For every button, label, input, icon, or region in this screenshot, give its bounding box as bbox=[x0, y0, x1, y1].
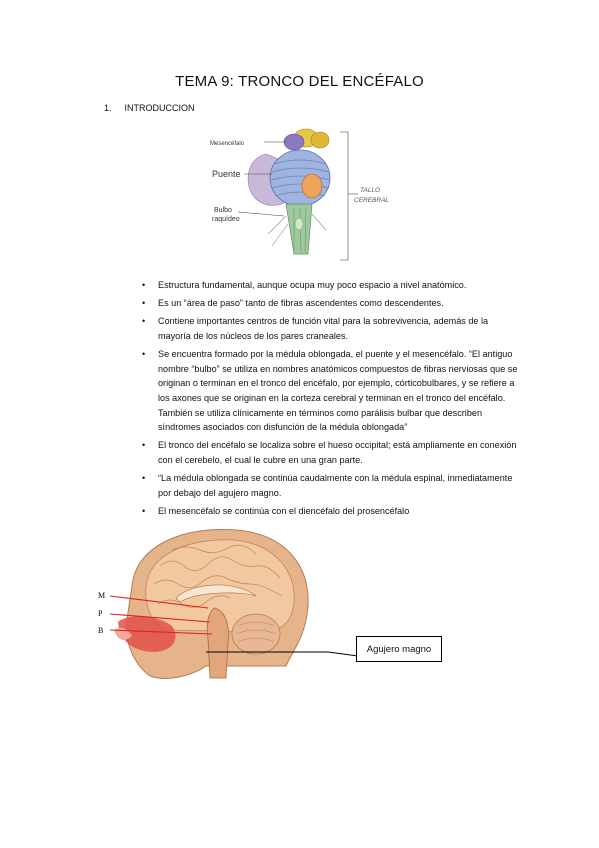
bullet-icon: • bbox=[142, 473, 146, 484]
bullet-icon: • bbox=[142, 298, 146, 309]
label-tallo-line2: CEREBRAL bbox=[354, 197, 389, 204]
bullet-icon: • bbox=[142, 316, 146, 327]
list-item: •Estructura fundamental, aunque ocupa mu… bbox=[142, 278, 520, 293]
bullet-icon: • bbox=[142, 349, 146, 360]
label-bulbo-line2: raquídeo bbox=[212, 216, 240, 223]
callout-agujero-magno: Agujero magno bbox=[356, 636, 442, 662]
bullet-icon: • bbox=[142, 440, 146, 451]
list-item: •El mesencéfalo se continúa con el dienc… bbox=[142, 504, 520, 519]
list-item: •El tronco del encéfalo se localiza sobr… bbox=[142, 440, 517, 465]
list-item: •Contiene importantes centros de función… bbox=[142, 316, 489, 341]
label-mesencefalo: Mesencéfalo bbox=[210, 141, 245, 147]
label-bulbo-line1: Bulbo bbox=[214, 207, 232, 214]
label-p: P bbox=[98, 609, 103, 618]
page-title: TEMA 9: TRONCO DEL ENCÉFALO bbox=[175, 73, 424, 90]
sagittal-head-illustration: M P B bbox=[98, 528, 359, 679]
list-item: •Es un “área de paso” tanto de fibras as… bbox=[142, 296, 520, 311]
bullet-icon: • bbox=[142, 505, 146, 516]
label-tallo-line1: TALLO bbox=[360, 187, 380, 194]
label-b: B bbox=[98, 626, 103, 635]
section-heading: 1. INTRODUCCION bbox=[104, 103, 195, 113]
bullet-icon: • bbox=[142, 280, 146, 290]
section-title: INTRODUCCION bbox=[124, 103, 195, 113]
label-m: M bbox=[98, 591, 105, 600]
section-number: 1. bbox=[104, 103, 112, 113]
list-item: •“La médula oblongada se continúa caudal… bbox=[142, 473, 513, 498]
brainstem-illustration: Mesencéfalo Puente Bulbo raquídeo TALLO … bbox=[208, 124, 394, 264]
label-puente: Puente bbox=[212, 169, 241, 179]
bullet-list: •Estructura fundamental, aunque ocupa mu… bbox=[142, 278, 520, 522]
list-item: •Se encuentra formado por la médula oblo… bbox=[142, 349, 518, 433]
